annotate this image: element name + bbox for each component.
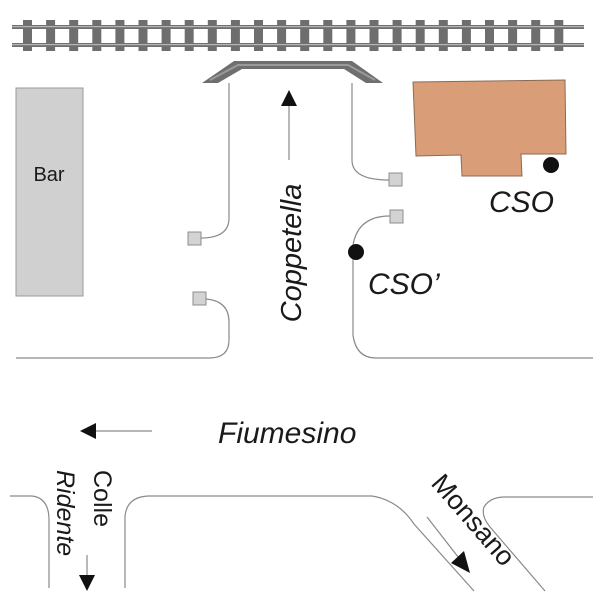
railway-tie (69, 20, 79, 51)
cso-point-icon (543, 157, 559, 173)
rail-top-highlight (12, 26, 584, 28)
railway-tie (346, 20, 356, 51)
coppetella-left-edge-upper (200, 83, 230, 239)
railway-tie (461, 20, 471, 51)
cso-label: CSO (489, 186, 554, 219)
cso-prime-point-icon (348, 244, 364, 260)
railway-tie (230, 20, 240, 51)
railway-tie (115, 20, 125, 51)
arrow-head (80, 423, 96, 439)
building (412, 79, 567, 177)
manhole-square-icon (388, 172, 403, 187)
colle-ridente-direction-arrow-icon (79, 555, 95, 591)
cso-prime-label: CSO’ (368, 268, 441, 301)
monsano-direction-arrow-icon (426, 516, 470, 573)
fiumesino-direction-arrow-icon (80, 423, 152, 439)
railway-tie (369, 20, 379, 51)
railway-tie (485, 20, 494, 51)
railway-tie (300, 20, 310, 51)
coppetella-right-edge-upper (351, 83, 390, 181)
coppetella-right-edge-lower (352, 215, 593, 359)
arrow-head (281, 90, 297, 106)
railway-track (12, 20, 584, 51)
colle-street-label: Colle (88, 470, 116, 527)
railway-tie (161, 20, 171, 51)
bar-rect (15, 87, 84, 297)
monsano-right-edge (482, 496, 593, 592)
coppetella-left-edge-lower (16, 298, 230, 359)
railway-tie (92, 20, 102, 51)
railway-tie (254, 20, 263, 51)
railway-tie (184, 20, 194, 51)
rail-bottom-highlight (12, 44, 584, 46)
arrow-head (79, 575, 95, 591)
railway-tie (46, 20, 56, 51)
arrow-head (451, 551, 470, 573)
railway-tie (23, 20, 32, 51)
bar-building: Bar (15, 87, 84, 297)
fiumesino-street-label: Fiumesino (218, 417, 356, 450)
manhole-square-icon (192, 291, 207, 306)
bridge-deck (202, 61, 383, 83)
fiumesino-lower-edge (124, 495, 475, 592)
manhole-square-icon (187, 231, 202, 246)
ridente-street-label: Ridente (51, 470, 79, 556)
bar-label: Bar (33, 164, 64, 186)
railway-tie (138, 20, 148, 51)
colle-ridente-left-edge (10, 495, 50, 588)
railway-tie (207, 20, 217, 51)
arrow-shaft (426, 516, 463, 563)
railway-tie (531, 20, 541, 51)
coppetella-street-label: Coppetella (276, 184, 308, 323)
railway-tie (323, 20, 333, 51)
manhole-square-icon (389, 209, 404, 224)
coppetella-direction-arrow-icon (281, 90, 297, 160)
railway-tie (392, 20, 402, 51)
railway-tie (415, 20, 425, 51)
railway-tie (508, 20, 518, 51)
railway-tie (438, 20, 448, 51)
railway-tie (277, 20, 287, 51)
railway-tie (554, 20, 564, 51)
bridge-icon (202, 61, 383, 83)
railway-ties (23, 20, 564, 51)
monsano-street-label: Monsano (425, 468, 521, 572)
bridge-stripe (209, 64, 376, 81)
